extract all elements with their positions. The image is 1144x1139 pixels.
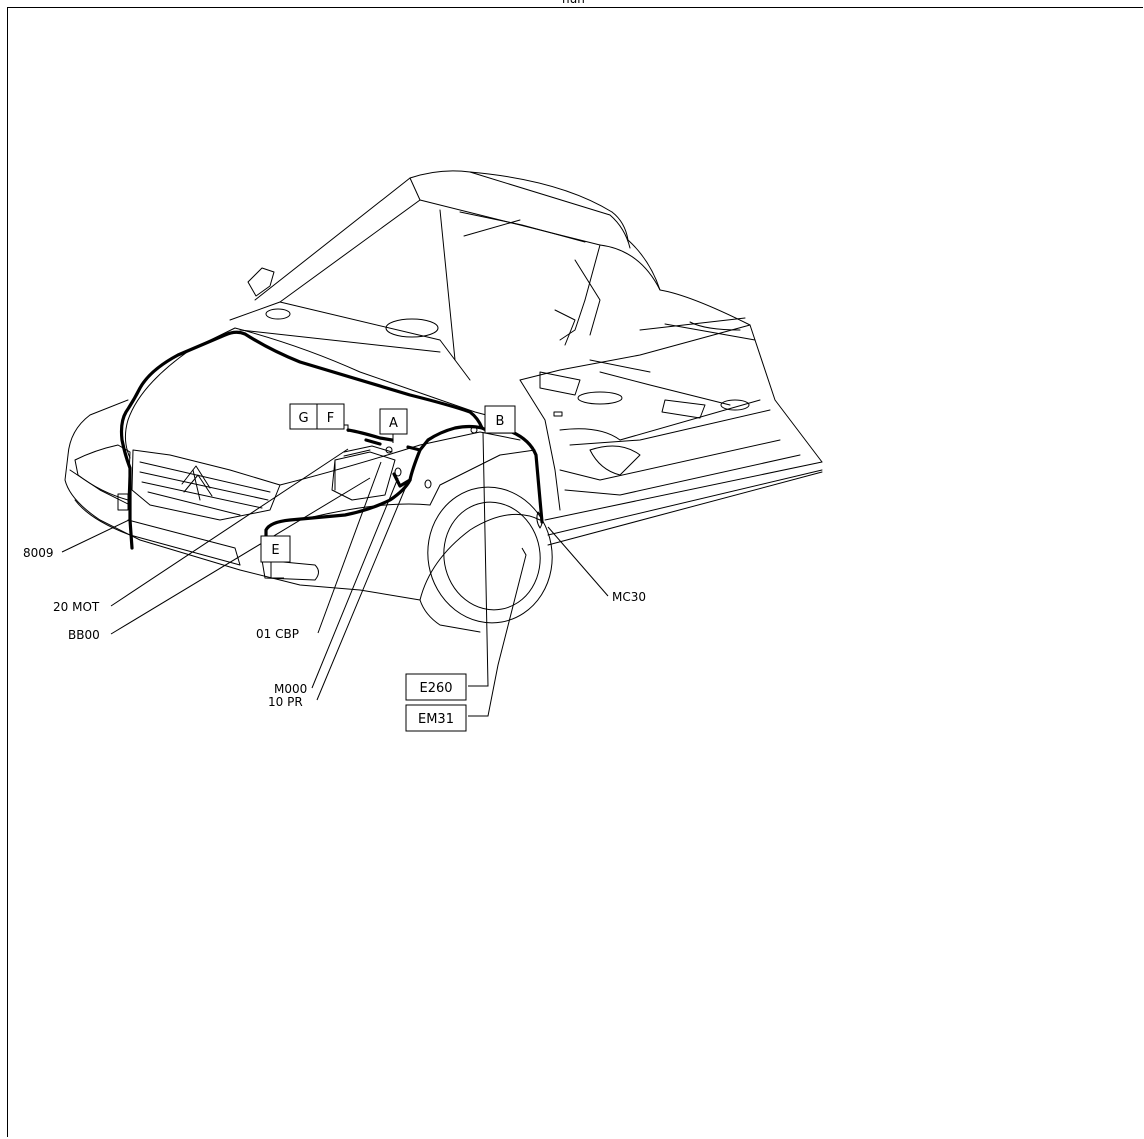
ref-box-em31: EM31: [405, 704, 467, 732]
drawing-title: nun: [562, 0, 585, 5]
connector-F-label: F: [327, 411, 334, 426]
connector-F: F: [316, 403, 345, 430]
drawing-frame: [7, 7, 1143, 1137]
label-01-cbp: 01 CBP: [256, 627, 299, 641]
ref-em31-label: EM31: [418, 712, 454, 727]
connector-B: B: [484, 405, 516, 434]
label-20-mot: 20 MOT: [53, 600, 100, 614]
label-bb00: BB00: [68, 628, 100, 642]
label-8009: 8009: [23, 546, 54, 560]
label-m000: M000: [274, 682, 307, 696]
connector-B-label: B: [496, 414, 505, 429]
connector-A-label: A: [389, 416, 398, 431]
connector-G-label: G: [298, 411, 308, 426]
label-mc30: MC30: [612, 590, 646, 604]
leader-lines: [61, 424, 609, 717]
car-body-outline: [64, 170, 823, 633]
wiring-harness: [119, 330, 544, 550]
ref-e260-label: E260: [419, 681, 452, 696]
connector-G: G: [289, 403, 318, 430]
ref-box-e260: E260: [405, 673, 467, 701]
connector-E-label: E: [271, 543, 279, 558]
connector-E: E: [260, 535, 291, 563]
label-10-pr: 10 PR: [268, 695, 303, 709]
connector-A: A: [379, 408, 408, 435]
